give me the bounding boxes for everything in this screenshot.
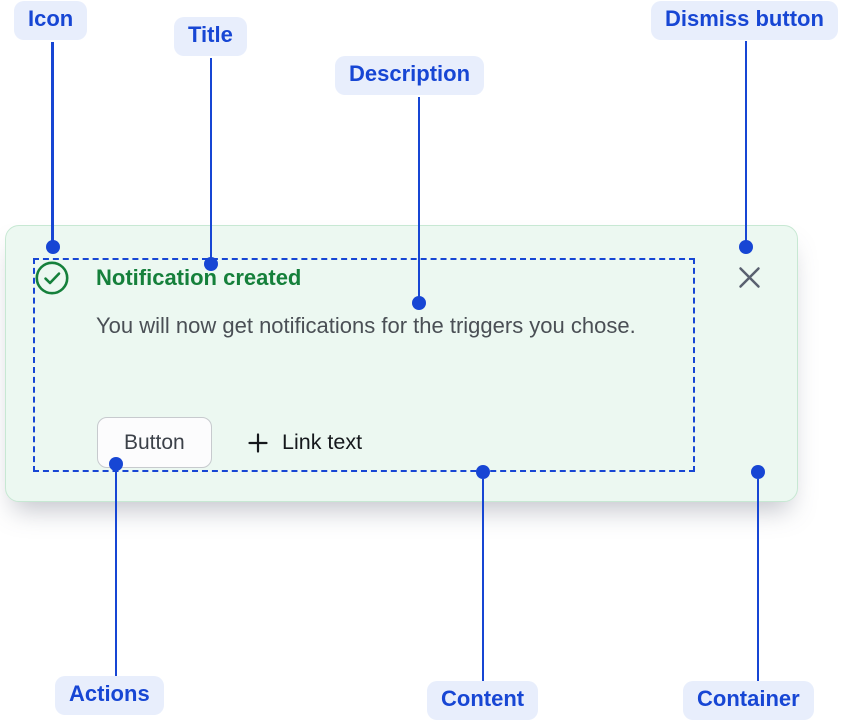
content-region-outline xyxy=(33,258,695,472)
annotation-dot-description xyxy=(412,296,426,310)
action-link[interactable]: Link text xyxy=(246,417,362,468)
annotation-label-actions: Actions xyxy=(55,676,164,715)
annotation-dot-title xyxy=(204,257,218,271)
annotation-line-dismiss xyxy=(744,41,747,241)
annotation-label-container: Container xyxy=(683,681,814,720)
annotation-label-dismiss: Dismiss button xyxy=(651,1,838,40)
annotation-dot-content xyxy=(476,465,490,479)
annotation-dot-icon xyxy=(46,240,60,254)
annotation-line-container xyxy=(756,479,759,682)
plus-icon xyxy=(246,431,270,455)
annotation-line-description xyxy=(417,97,420,297)
annotation-line-actions xyxy=(114,471,117,677)
notification-title: Notification created xyxy=(96,265,302,290)
annotation-dot-actions xyxy=(109,457,123,471)
annotation-line-title xyxy=(209,58,212,258)
action-link-label: Link text xyxy=(282,430,363,454)
close-icon xyxy=(736,264,763,291)
annotation-line-content xyxy=(481,479,484,682)
annotation-dot-container xyxy=(751,465,765,479)
annotation-line-icon xyxy=(51,42,54,241)
dismiss-button[interactable] xyxy=(733,261,765,293)
notification-description: You will now get notifications for the t… xyxy=(96,313,636,338)
annotation-label-icon: Icon xyxy=(14,1,88,40)
annotation-dot-dismiss xyxy=(739,240,753,254)
annotation-label-description: Description xyxy=(335,56,485,95)
annotation-label-content: Content xyxy=(427,681,539,720)
success-check-icon xyxy=(35,261,69,295)
annotation-label-title: Title xyxy=(174,17,247,56)
